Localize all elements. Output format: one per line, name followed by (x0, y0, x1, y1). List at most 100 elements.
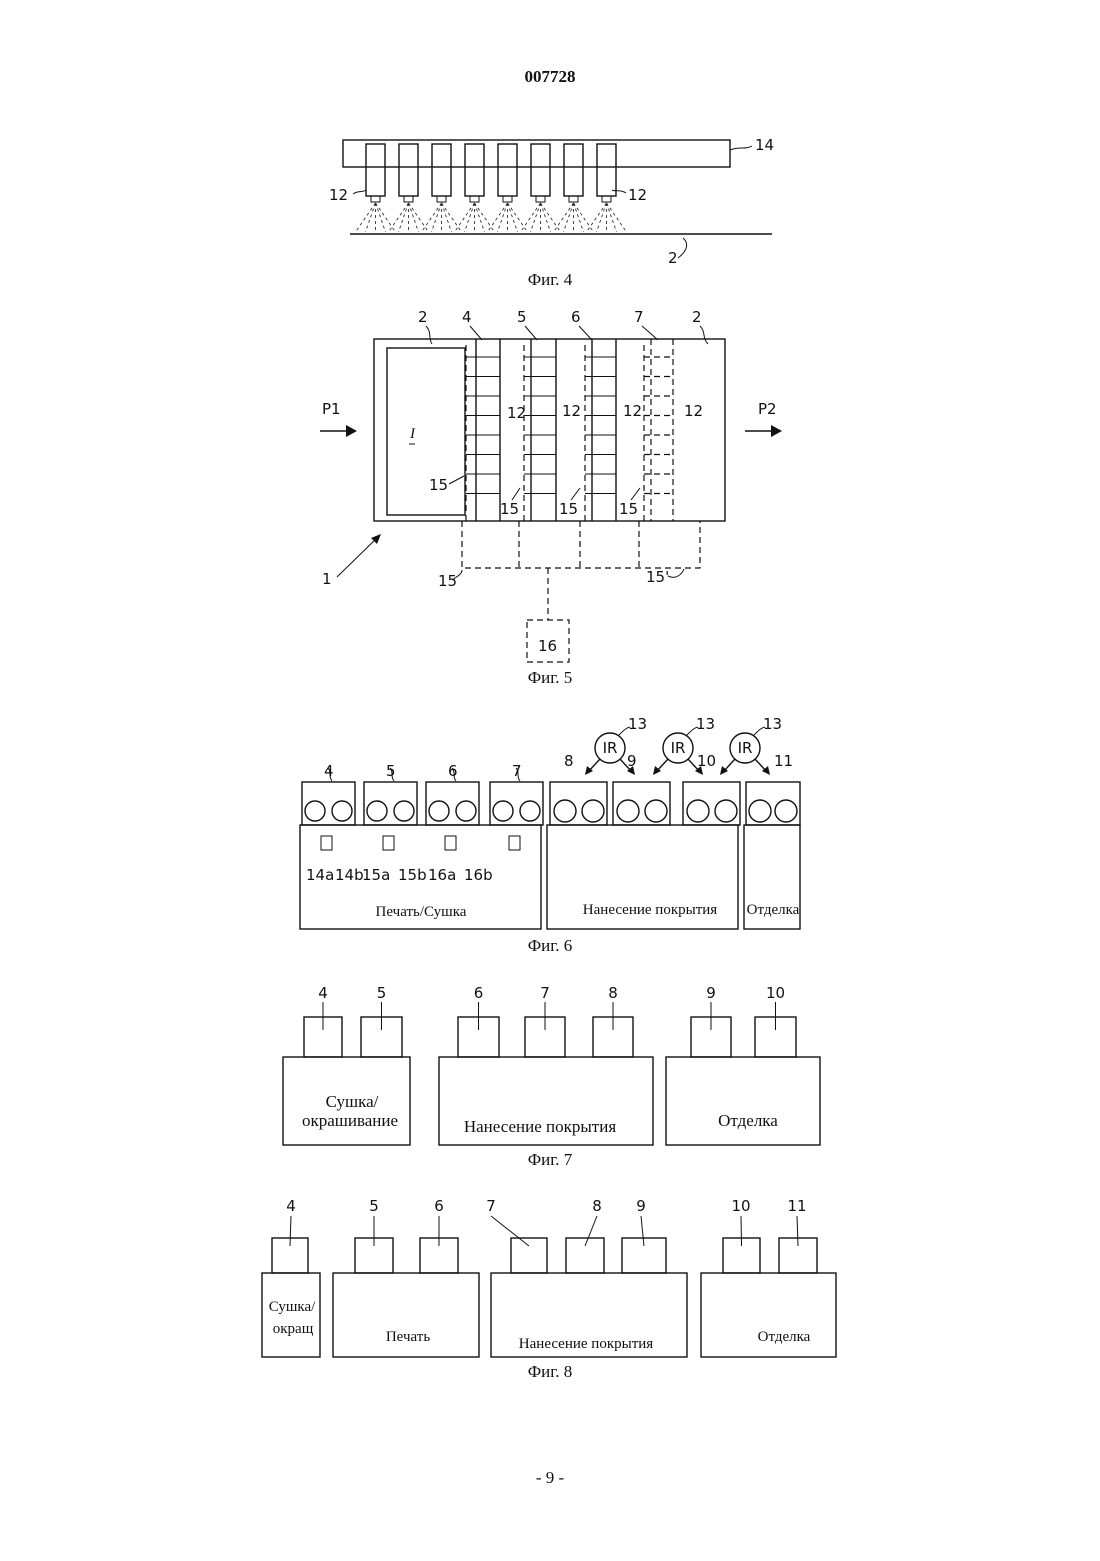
supply-manifold (462, 521, 700, 568)
ref-15-a: 15 (429, 476, 448, 494)
print-label: Печать (386, 1329, 430, 1345)
ir-lamp-label: IR (603, 739, 618, 757)
leader-line (585, 1216, 597, 1246)
print-head (366, 144, 385, 196)
spray-line (376, 203, 386, 232)
nozzle (602, 196, 611, 202)
print-head (498, 144, 517, 196)
figure-5-caption: Фиг. 5 (528, 668, 573, 687)
spray-line (442, 203, 452, 232)
stations: 4567891011IR13IR13IR1314a14b15a15b16a16b (302, 715, 800, 884)
figure-6: 4567891011IR13IR13IR1314a14b15a15b16a16b… (300, 715, 800, 955)
spray-line (508, 203, 518, 232)
nozzle (569, 196, 578, 202)
print-head (432, 144, 451, 196)
print-station (426, 782, 479, 825)
station-ref-11: 11 (787, 1197, 806, 1215)
spray-line (475, 203, 495, 232)
station-ref-8: 8 (564, 752, 574, 770)
ref-12-c: 12 (623, 402, 642, 420)
spray-line (442, 203, 462, 232)
nozzle (404, 196, 413, 202)
print-dry-label: Печать/Сушка (376, 904, 467, 920)
spray-line (366, 203, 376, 232)
station-ref-7: 7 (512, 762, 522, 780)
lamp-ref: 13 (696, 715, 715, 733)
nozzle (371, 196, 380, 202)
coating-station (683, 782, 740, 825)
leader-line (491, 1216, 529, 1246)
dry-coloring-section (262, 1273, 320, 1357)
station-ref-4: 4 (324, 762, 334, 780)
print-head (597, 144, 616, 196)
ref-12-left: 12 (329, 186, 348, 204)
print-station (490, 782, 543, 825)
print-units (466, 339, 673, 521)
dry-label-line1: Сушка/ (269, 1299, 316, 1315)
finish-station (746, 782, 800, 825)
ref-4: 4 (462, 308, 472, 326)
spray-line (554, 203, 574, 232)
spray-line (475, 203, 485, 232)
arrow-out-label: P2 (758, 400, 777, 418)
spray-line (521, 203, 541, 232)
ir-lamp-label: IR (738, 739, 753, 757)
ref-12-right: 12 (628, 186, 647, 204)
image-label: I (409, 426, 416, 442)
stations: 45678910 (304, 984, 796, 1057)
nozzle (536, 196, 545, 202)
station-ref-9: 9 (706, 984, 716, 1002)
finish-label: Отделка (747, 902, 800, 918)
nozzle (503, 196, 512, 202)
figure-4: 14 12 12 2 Фиг. 4 (329, 136, 774, 289)
station-ref-8: 8 (592, 1197, 602, 1215)
spray-line (422, 203, 442, 232)
roller (645, 800, 667, 822)
spray-line (376, 203, 396, 232)
ref-15-bottom: 15 (438, 572, 457, 590)
ref-12-d: 12 (684, 402, 703, 420)
colored-roller (493, 801, 513, 821)
sub-ref-15a: 15a (362, 866, 390, 884)
station-box (511, 1238, 547, 1273)
figure-5: I 16 15 15' P1 P2 1 2 4 5 6 7 2 (320, 308, 782, 687)
print-station (364, 782, 417, 825)
ref-15-b: 15 (500, 500, 519, 518)
figure-6-caption: Фиг. 6 (528, 936, 573, 955)
spray-line (541, 203, 551, 232)
coating-label: Нанесение покрытия (583, 902, 717, 918)
station-box (566, 1238, 604, 1273)
leader-line (641, 1216, 644, 1246)
finish-section (666, 1057, 820, 1145)
ref-7: 7 (634, 308, 644, 326)
spray-line (465, 203, 475, 232)
ref-2: 2 (668, 249, 678, 267)
sub-ref-14a: 14a (306, 866, 334, 884)
finish-label: Отделка (718, 1111, 778, 1130)
station-ref-6: 6 (474, 984, 484, 1002)
roller (687, 800, 709, 822)
spray-line (409, 203, 429, 232)
nozzle (470, 196, 479, 202)
spray-line (498, 203, 508, 232)
sub-ref-15b: 15b (398, 866, 427, 884)
spray-line (574, 203, 584, 232)
ref-15-prime: 15' (646, 568, 669, 586)
spray-line (607, 203, 627, 232)
print-head (531, 144, 550, 196)
lamp-ref: 13 (763, 715, 782, 733)
ref-1: 1 (322, 570, 332, 588)
station-ref-5: 5 (377, 984, 387, 1002)
ref-6: 6 (571, 308, 581, 326)
ink-swatch (321, 836, 332, 850)
ref-15-c: 15 (559, 500, 578, 518)
spray-line (564, 203, 574, 232)
ink-swatch (509, 836, 520, 850)
roller (775, 800, 797, 822)
roller (456, 801, 476, 821)
leader-line (797, 1216, 798, 1246)
ref-2-left: 2 (418, 308, 428, 326)
spray-line (356, 203, 376, 232)
coating-label: Нанесение покрытия (519, 1336, 653, 1352)
